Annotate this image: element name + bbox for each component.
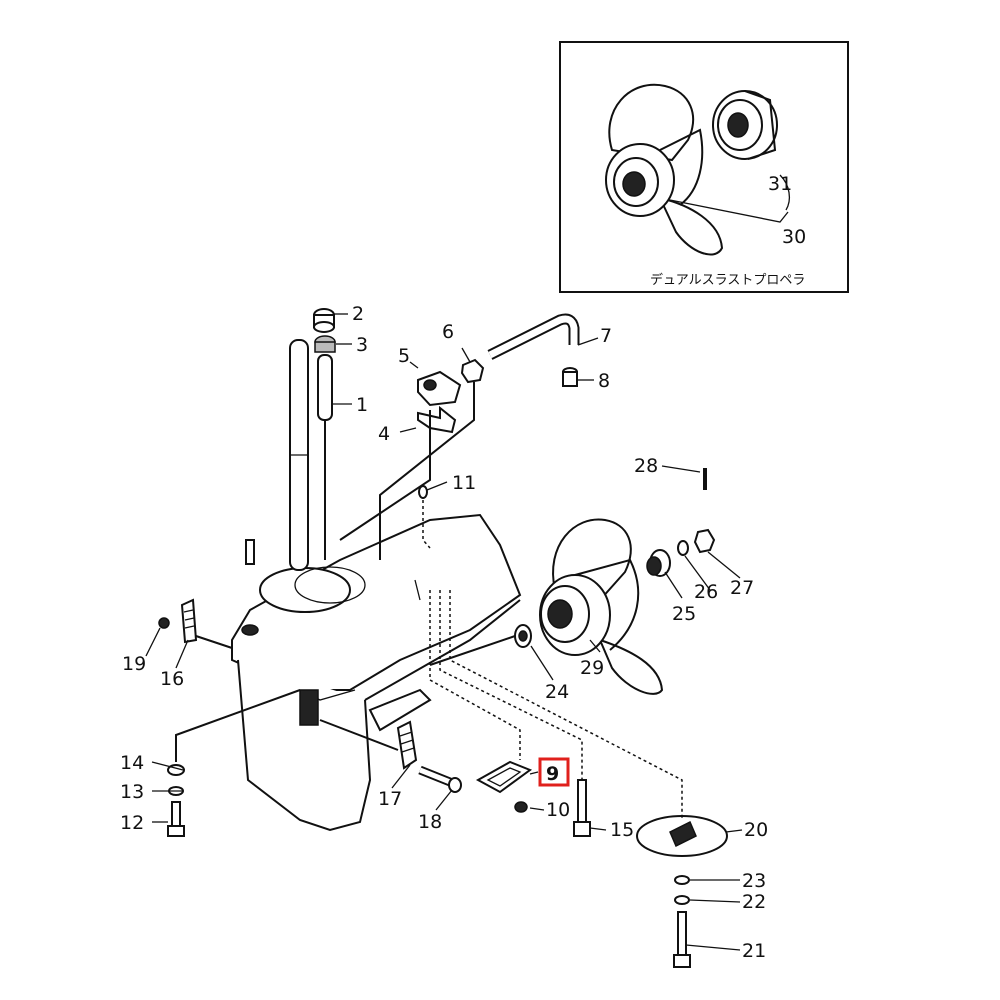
line-14 xyxy=(175,689,301,762)
callout-7: 7 xyxy=(600,325,612,347)
cover-5 xyxy=(417,370,462,407)
callout-8: 8 xyxy=(598,370,610,392)
bolt-12 xyxy=(167,801,185,837)
callout-22: 22 xyxy=(742,891,766,913)
callout-13: 13 xyxy=(120,781,144,803)
callout-2: 2 xyxy=(352,303,364,325)
inset-caption: デュアルスラストプロペラ xyxy=(650,272,805,288)
callout-29: 29 xyxy=(580,657,604,679)
leader-lines xyxy=(145,313,743,951)
callout-16: 16 xyxy=(160,668,184,690)
seal-3 xyxy=(314,335,336,353)
line-15 xyxy=(439,590,583,780)
callout-26: 26 xyxy=(694,581,718,603)
callout-6: 6 xyxy=(442,321,454,343)
callout-11: 11 xyxy=(452,472,476,494)
washer-23 xyxy=(674,875,690,885)
callout-10: 10 xyxy=(546,799,570,821)
plug-11 xyxy=(418,485,428,499)
bolt-10 xyxy=(514,801,528,813)
inset-propeller xyxy=(605,83,724,256)
callout-27: 27 xyxy=(730,577,754,599)
grommet-8 xyxy=(562,367,578,387)
line-9 xyxy=(429,590,521,760)
callout-3: 3 xyxy=(356,334,368,356)
callout-24: 24 xyxy=(545,681,569,703)
callout-31: 31 xyxy=(768,173,792,195)
line-17 xyxy=(319,719,399,751)
bracket-16 xyxy=(180,598,198,644)
callout-1: 1 xyxy=(356,394,368,416)
trim-tab-20 xyxy=(636,815,728,857)
pipe-7 xyxy=(487,313,580,360)
washer-22 xyxy=(674,895,690,905)
callout-23: 23 xyxy=(742,870,766,892)
line-6-housing xyxy=(379,382,475,560)
lower-unit-housing xyxy=(231,513,522,832)
anode-9 xyxy=(475,760,533,794)
nut-27 xyxy=(693,528,716,554)
line-24 xyxy=(429,635,516,666)
callout-4: 4 xyxy=(378,423,390,445)
drive-shaft xyxy=(289,339,333,571)
nut-6 xyxy=(460,358,485,384)
bushing-2 xyxy=(313,308,335,333)
callout-5: 5 xyxy=(398,345,410,367)
bolt-15 xyxy=(573,779,591,837)
callout-21: 21 xyxy=(742,940,766,962)
callout-9-highlight: 9 xyxy=(538,757,570,787)
callout-9: 9 xyxy=(546,763,559,785)
propeller-29 xyxy=(539,518,664,695)
callout-28: 28 xyxy=(634,455,658,477)
line-4-housing xyxy=(339,410,431,541)
callout-17: 17 xyxy=(378,788,402,810)
bolt-18 xyxy=(418,765,462,793)
plate-17 xyxy=(396,720,418,770)
inset-thrust-hub xyxy=(712,90,778,160)
inset-frame xyxy=(559,41,849,293)
washer-26 xyxy=(677,540,689,556)
callout-labels: 2 3 1 4 5 6 7 8 11 28 26 27 25 19 16 29 … xyxy=(120,303,768,962)
bolt-19 xyxy=(158,617,170,629)
callout-25: 25 xyxy=(672,603,696,625)
spacer-24 xyxy=(514,624,532,648)
line-16 xyxy=(195,635,233,649)
stud xyxy=(245,539,255,565)
callout-19: 19 xyxy=(122,653,146,675)
callout-14: 14 xyxy=(120,752,144,774)
line-11 xyxy=(422,500,431,549)
spacer-25 xyxy=(646,549,671,577)
inset-panel: 31 30 デュアルスラストプロペラ xyxy=(559,41,849,293)
callout-20: 20 xyxy=(744,819,768,841)
line-20 xyxy=(449,590,683,818)
callout-30: 30 xyxy=(782,226,806,248)
callout-18: 18 xyxy=(418,811,442,833)
leader-31 xyxy=(779,174,791,211)
clip-4 xyxy=(417,405,457,434)
leader-30 xyxy=(669,199,789,223)
callout-15: 15 xyxy=(610,819,634,841)
callout-12: 12 xyxy=(120,812,144,834)
bolt-21 xyxy=(673,911,691,968)
